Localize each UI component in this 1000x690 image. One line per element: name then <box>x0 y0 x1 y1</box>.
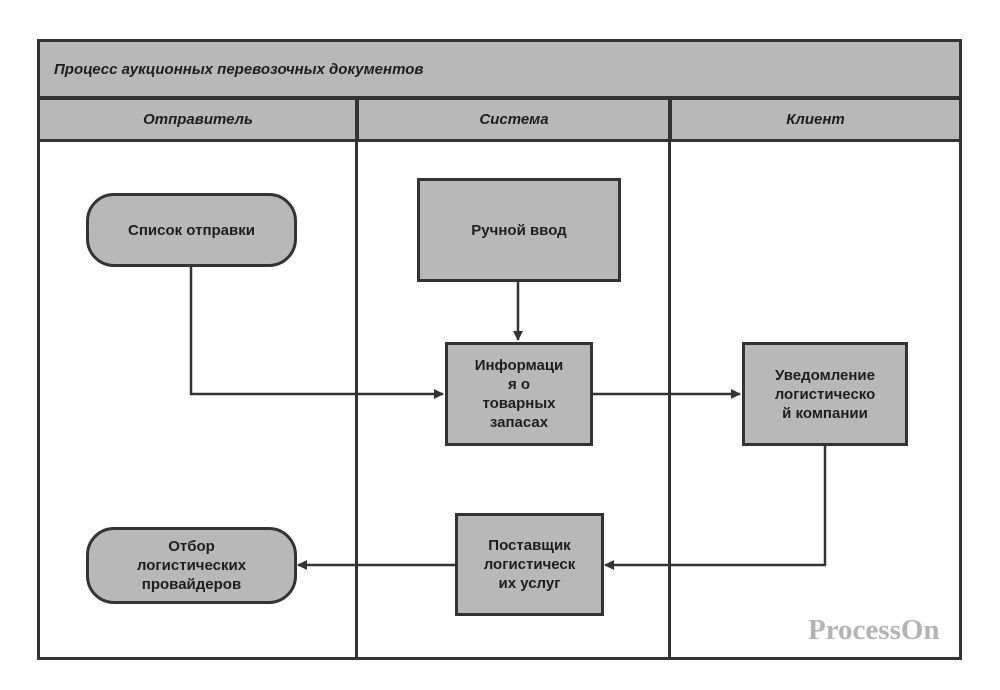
lane-header-sender: Отправитель <box>37 97 359 142</box>
node-provider-selection[interactable]: Отбор логистических провайдеров <box>86 527 297 604</box>
node-inventory-info[interactable]: Информаци я о товарных запасах <box>445 342 593 446</box>
lane-divider <box>668 97 671 660</box>
node-manual-input[interactable]: Ручной ввод <box>417 178 621 282</box>
watermark-logo: ProcessOn <box>808 614 940 646</box>
lane-header-client: Клиент <box>669 97 962 142</box>
lane-header-system: Система <box>356 97 672 142</box>
node-logistics-notice[interactable]: Уведомление логистическо й компании <box>742 342 908 446</box>
node-logistics-provider[interactable]: Поставщик логистическ их услуг <box>455 513 604 616</box>
lane-divider <box>355 97 358 660</box>
node-shipping-list[interactable]: Список отправки <box>86 193 297 267</box>
diagram-title: Процесс аукционных перевозочных документ… <box>54 60 424 78</box>
diagram-title-bar: Процесс аукционных перевозочных документ… <box>37 39 962 99</box>
